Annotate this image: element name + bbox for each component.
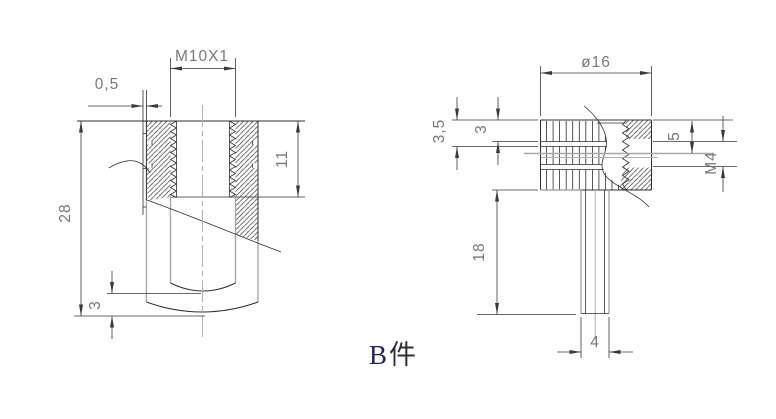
right-view: ø16 3,5 3 5 M4 18 — [431, 54, 737, 358]
part-caption-letter: B — [369, 340, 389, 370]
internal-thread-profile — [169, 120, 237, 198]
cap-bottom-arc — [146, 301, 259, 313]
dim-base-label: 3 — [87, 300, 104, 310]
dim-hole-offset-5: 5 — [653, 119, 733, 154]
knurl-groove-lines — [540, 141, 652, 170]
dim-slot-label: 0,5 — [95, 76, 120, 93]
part-caption: B件 — [369, 340, 418, 370]
m4-thread-profile — [621, 120, 630, 190]
dim-head-dia-label: ø16 — [581, 54, 611, 71]
dim-thread-depth-label: 11 — [274, 150, 291, 168]
dim-base-3: 3 — [87, 271, 201, 339]
dim-hole-thread-m4: M4 — [653, 116, 737, 192]
dim-band-label: 3 — [473, 124, 490, 134]
dim-groove-35: 3,5 — [431, 97, 538, 170]
head-break-line — [583, 105, 650, 208]
dim-band-3: 3 — [473, 97, 538, 165]
dim-stem-length-label: 18 — [471, 242, 488, 261]
dim-thread-m10x1: M10X1 — [170, 48, 236, 117]
dim-stem-dia-label: 4 — [590, 334, 600, 351]
dim-hole-offset-label: 5 — [666, 131, 683, 141]
breakout-curve — [108, 160, 151, 174]
part-caption-word: 件 — [389, 340, 418, 370]
dim-height-28: 28 — [57, 121, 205, 317]
left-view: M10X1 0,5 28 11 3 — [57, 48, 305, 339]
dim-height-label: 28 — [57, 203, 74, 222]
dim-hole-thread-label: M4 — [703, 151, 720, 175]
bore-walls — [169, 197, 237, 283]
dim-thread-label: M10X1 — [175, 48, 229, 65]
section-hatching — [619, 120, 652, 190]
left-view-hatching — [146, 121, 258, 241]
dim-stem-length-18: 18 — [471, 189, 576, 315]
dim-head-dia-16: ø16 — [540, 54, 652, 116]
dim-stem-dia-4: 4 — [557, 317, 633, 358]
stem — [580, 190, 610, 339]
dim-slot-05: 0,5 — [88, 76, 162, 108]
outer-groove-notches — [146, 140, 259, 168]
dim-groove-label: 3,5 — [431, 119, 448, 144]
dim-thread-depth-11: 11 — [274, 121, 300, 197]
break-line — [146, 199, 282, 253]
